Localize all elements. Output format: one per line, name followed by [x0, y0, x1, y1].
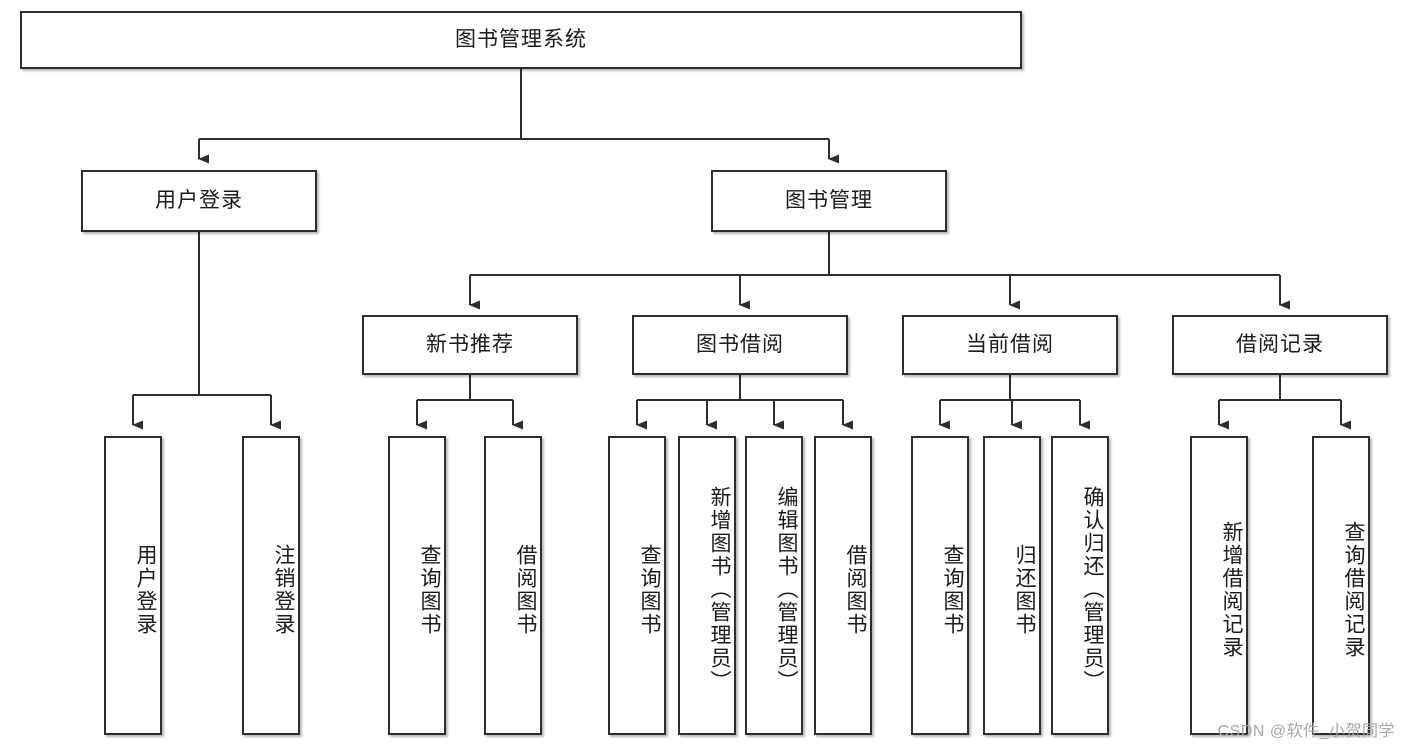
node-leaf-6[interactable]: 新增图书（管理员）: [678, 436, 736, 735]
node-level2-2[interactable]: 图书借阅: [632, 315, 848, 375]
node-level2-1[interactable]: 新书推荐: [362, 315, 578, 375]
node-level2-3[interactable]: 当前借阅: [902, 315, 1118, 375]
node-leaf-9[interactable]: 查询图书: [911, 436, 969, 735]
node-leaf-2[interactable]: 注销登录: [242, 436, 300, 735]
node-label: 新增借阅记录: [1220, 520, 1243, 659]
node-label: 确认归还（管理员）: [1081, 486, 1104, 693]
node-label: 新书推荐: [426, 333, 514, 357]
node-label: 编辑图书（管理员）: [775, 486, 798, 693]
watermark: CSDN @软件_小贺同学: [1217, 723, 1395, 740]
node-leaf-5[interactable]: 查询图书: [608, 436, 666, 735]
node-root-1[interactable]: 图书管理系统: [20, 11, 1022, 69]
node-label: 查询借阅记录: [1342, 520, 1365, 659]
node-label: 当前借阅: [966, 333, 1054, 357]
node-leaf-12[interactable]: 新增借阅记录: [1190, 436, 1248, 735]
node-level1-2[interactable]: 图书管理: [711, 170, 947, 232]
node-leaf-10[interactable]: 归还图书: [983, 436, 1041, 735]
node-label: 图书借阅: [696, 333, 784, 357]
node-label: 用户登录: [155, 189, 243, 213]
node-label: 查询图书: [941, 543, 964, 636]
node-label: 借阅记录: [1236, 333, 1324, 357]
node-leaf-11[interactable]: 确认归还（管理员）: [1051, 436, 1109, 735]
node-label: 新增图书（管理员）: [708, 486, 731, 693]
node-leaf-7[interactable]: 编辑图书（管理员）: [745, 436, 803, 735]
node-leaf-1[interactable]: 用户登录: [104, 436, 162, 735]
node-leaf-3[interactable]: 查询图书: [388, 436, 446, 735]
node-label: 借阅图书: [844, 543, 867, 636]
node-label: 用户登录: [134, 543, 157, 636]
node-label: 借阅图书: [514, 543, 537, 636]
node-leaf-4[interactable]: 借阅图书: [484, 436, 542, 735]
node-label: 注销登录: [272, 543, 295, 636]
node-label: 图书管理: [785, 189, 873, 213]
node-label: 查询图书: [418, 543, 441, 636]
node-level2-4[interactable]: 借阅记录: [1172, 315, 1388, 375]
node-label: 图书管理系统: [455, 28, 587, 52]
node-level1-1[interactable]: 用户登录: [81, 170, 317, 232]
node-leaf-13[interactable]: 查询借阅记录: [1312, 436, 1370, 735]
node-label: 查询图书: [638, 543, 661, 636]
node-leaf-8[interactable]: 借阅图书: [814, 436, 872, 735]
node-label: 归还图书: [1013, 543, 1036, 636]
